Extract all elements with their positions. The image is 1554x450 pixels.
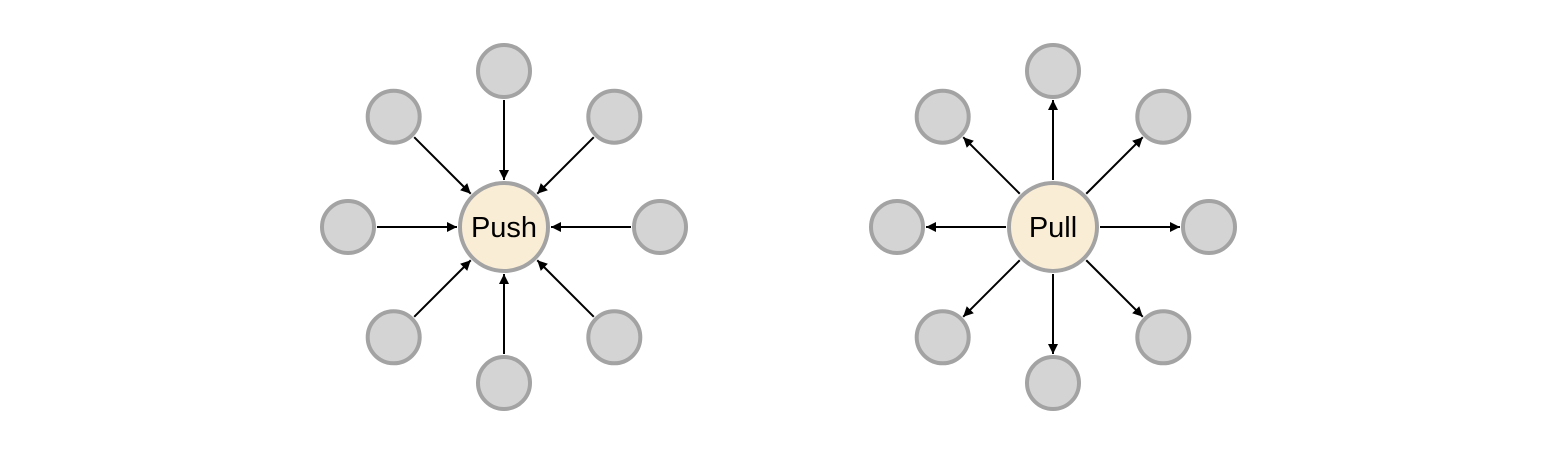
satellite-node [476,355,532,411]
push-arrow [413,259,472,318]
hub-node-pull [1007,181,1099,273]
satellite-node [869,199,925,255]
satellite-node [1025,43,1081,99]
satellite-node [914,88,971,145]
push-arrow [536,136,595,195]
push-arrow [413,136,472,195]
hub-label-push: Push [471,212,537,244]
satellite-node [586,88,643,145]
satellite-node [632,199,688,255]
satellite-node [1135,88,1192,145]
push-arrow [536,259,595,318]
diagram-pull: Pull [869,43,1237,411]
hub-label-pull: Pull [1029,212,1077,244]
satellite-node [320,199,376,255]
satellite-node [586,309,643,366]
satellite-node [1025,355,1081,411]
satellite-node [476,43,532,99]
satellite-node [365,309,422,366]
hub-node-push [458,181,550,273]
pull-arrow [1085,259,1144,318]
pull-arrow [962,259,1021,318]
pull-arrow [962,136,1021,195]
satellite-node [914,309,971,366]
satellite-node [1181,199,1237,255]
satellite-node [365,88,422,145]
pull-arrow [1085,136,1144,195]
satellite-node [1135,309,1192,366]
diagram-push: Push [320,43,688,411]
